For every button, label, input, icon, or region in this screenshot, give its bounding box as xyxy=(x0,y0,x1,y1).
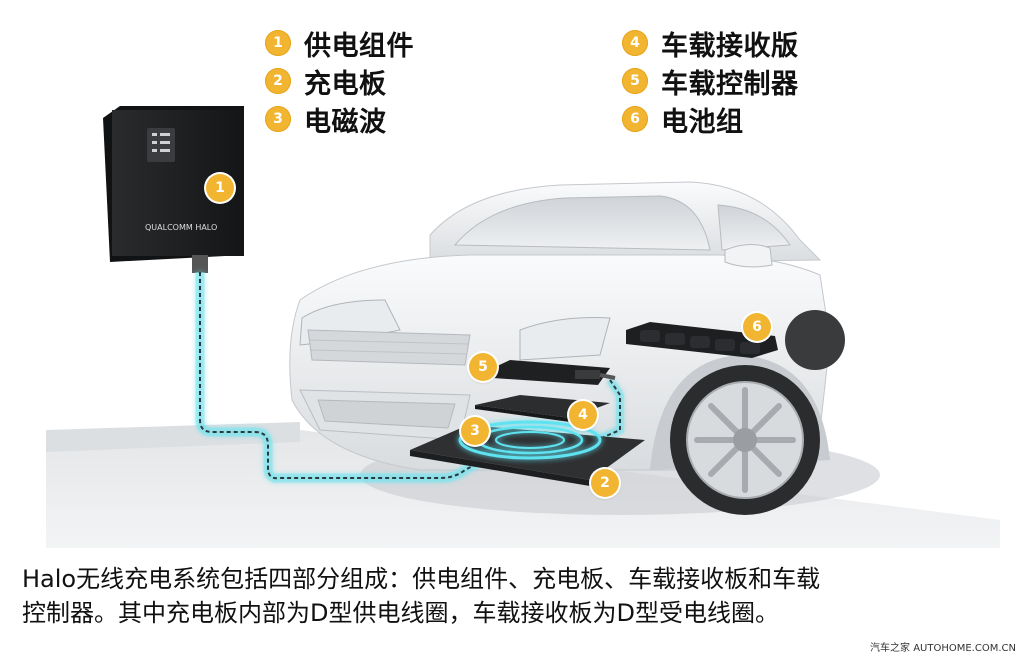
legend-label: 电磁波 xyxy=(304,106,387,138)
legend-item: 3 电磁波 xyxy=(265,100,414,138)
legend: 1 供电组件 2 充电板 3 电磁波 4 车载接收版 5 车载控制器 6 xyxy=(0,24,1024,144)
legend-column-right: 4 车载接收版 5 车载控制器 6 电池组 xyxy=(622,24,799,138)
legend-label: 车载控制器 xyxy=(661,68,799,100)
legend-item: 6 电池组 xyxy=(622,100,799,138)
illustration: QUALCOMM HALO xyxy=(46,106,1000,548)
caption: Halo无线充电系统包括四部分组成：供电组件、充电板、车载接收板和车载 控制器。… xyxy=(22,562,1012,630)
callout-6: 6 xyxy=(743,313,771,341)
callout-3: 3 xyxy=(461,417,489,445)
callout-2: 2 xyxy=(591,469,619,497)
legend-item: 2 充电板 xyxy=(265,62,414,100)
battery-pack xyxy=(626,322,778,358)
power-supply-unit: QUALCOMM HALO xyxy=(103,106,244,273)
watermark: 汽车之家 AUTOHOME.COM.CN xyxy=(870,643,1016,654)
legend-badge: 6 xyxy=(622,106,648,132)
legend-label: 电池组 xyxy=(661,106,744,138)
caption-line-1: Halo无线充电系统包括四部分组成：供电组件、充电板、车载接收板和车载 xyxy=(22,565,821,593)
vehicle-controller xyxy=(493,360,616,385)
legend-label: 充电板 xyxy=(304,68,387,100)
legend-label: 供电组件 xyxy=(304,30,414,62)
legend-badge: 4 xyxy=(622,30,648,56)
legend-badge: 3 xyxy=(265,106,291,132)
caption-line-2: 控制器。其中充电板内部为D型供电线圈，车载接收板为D型受电线圈。 xyxy=(22,599,779,627)
legend-label: 车载接收版 xyxy=(661,30,799,62)
legend-item: 5 车载控制器 xyxy=(622,62,799,100)
legend-badge: 1 xyxy=(265,30,291,56)
brand-label: QUALCOMM HALO xyxy=(145,223,217,232)
callout-4: 4 xyxy=(569,401,597,429)
legend-column-left: 1 供电组件 2 充电板 3 电磁波 xyxy=(265,24,414,138)
legend-item: 4 车载接收版 xyxy=(622,24,799,62)
legend-item: 1 供电组件 xyxy=(265,24,414,62)
car xyxy=(289,181,845,515)
callout-1: 1 xyxy=(206,174,234,202)
legend-badge: 2 xyxy=(265,68,291,94)
callout-5: 5 xyxy=(469,353,497,381)
legend-badge: 5 xyxy=(622,68,648,94)
